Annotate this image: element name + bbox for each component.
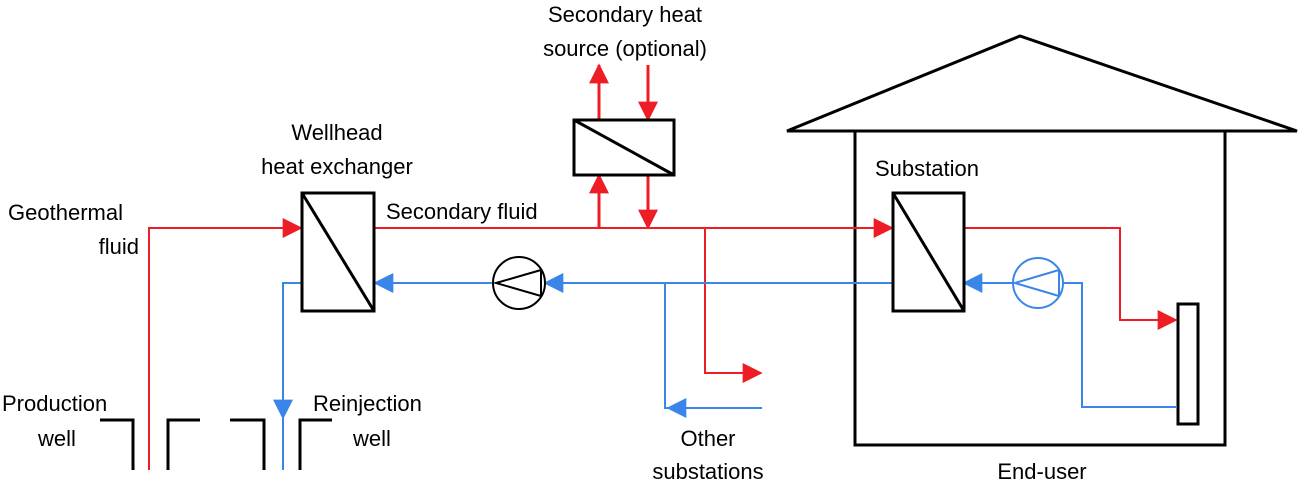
substation-heat-exchanger	[891, 191, 966, 313]
radiator	[1176, 302, 1200, 426]
reinjection-pipe	[273, 282, 301, 420]
reinjection-well	[230, 418, 332, 470]
hot-pipes	[148, 218, 1178, 470]
house-body	[853, 129, 1227, 447]
wellhead-label-line2: heat exchanger	[261, 154, 413, 179]
geothermal-supply-pipe	[148, 218, 303, 470]
radiator-return-pipe	[1064, 282, 1176, 408]
wellhead-heat-exchanger	[300, 191, 376, 313]
wellhead-label-line1: Wellhead	[291, 120, 382, 145]
secondary-heat-exchanger	[572, 118, 676, 177]
other-substations-label-line2: substations	[652, 459, 763, 484]
secondary-source-label-line2: source (optional)	[543, 36, 707, 61]
other-substations-label-line1: Other	[680, 426, 735, 451]
geothermal-label-line1: Geothermal	[8, 200, 123, 225]
substation-pump-icon	[1011, 257, 1064, 309]
main-pump-icon	[492, 256, 546, 310]
house-roof	[786, 34, 1298, 133]
geothermal-label-line2: fluid	[99, 234, 139, 259]
branch-supply-pipe	[704, 228, 763, 383]
other-substations-return-pipe	[664, 283, 762, 409]
labels: Secondary heat source (optional) Wellhea…	[2, 2, 1087, 484]
reinjection-label-line1: Reinjection	[313, 391, 422, 416]
production-label-line1: Production	[2, 391, 107, 416]
production-label-line2: well	[37, 426, 76, 451]
secondary-source-pipes	[589, 63, 658, 230]
end-user-house	[786, 34, 1298, 447]
cold-pipes	[273, 273, 1176, 470]
production-well	[100, 418, 200, 470]
reinjection-label-line2: well	[352, 426, 391, 451]
secondary-source-label-line1: Secondary heat	[548, 2, 702, 27]
secondary-fluid-label: Secondary fluid	[386, 199, 538, 224]
substation-label: Substation	[875, 156, 979, 181]
radiator-supply-pipe	[964, 227, 1178, 330]
end-user-label: End-user	[997, 459, 1086, 484]
